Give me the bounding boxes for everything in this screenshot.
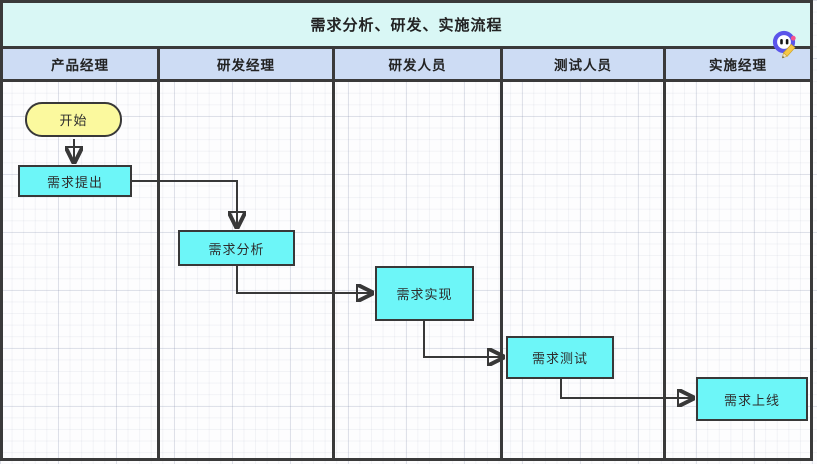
connector-propose-to-analyze[interactable]	[132, 180, 237, 227]
lane-body-row	[3, 82, 810, 458]
flow-node-requirement-implement[interactable]: 需求实现	[375, 266, 474, 321]
flow-node-requirement-propose[interactable]: 需求提出	[18, 165, 132, 197]
lane-header-testers[interactable]: 测试人员	[503, 49, 666, 79]
lane-column-rd-staff	[335, 82, 503, 458]
lane-column-rd-manager	[160, 82, 335, 458]
collaborator-cursor-icon	[771, 30, 799, 61]
lane-header-product-manager[interactable]: 产品经理	[3, 49, 160, 79]
lane-column-testers	[503, 82, 666, 458]
flow-node-requirement-analyze[interactable]: 需求分析	[178, 230, 295, 266]
connector-implement-to-test[interactable]	[423, 321, 503, 357]
connector-analyze-to-implement[interactable]	[236, 266, 372, 293]
lane-column-product-manager	[3, 82, 160, 458]
flow-node-requirement-test[interactable]: 需求测试	[506, 336, 614, 379]
lane-header-rd-manager[interactable]: 研发经理	[160, 49, 335, 79]
lane-header-rd-staff[interactable]: 研发人员	[335, 49, 503, 79]
flow-node-start[interactable]: 开始	[25, 102, 122, 137]
flow-node-requirement-launch[interactable]: 需求上线	[696, 377, 808, 421]
pool-title[interactable]: 需求分析、研发、实施流程	[3, 3, 810, 49]
connector-test-to-launch[interactable]	[560, 379, 693, 398]
